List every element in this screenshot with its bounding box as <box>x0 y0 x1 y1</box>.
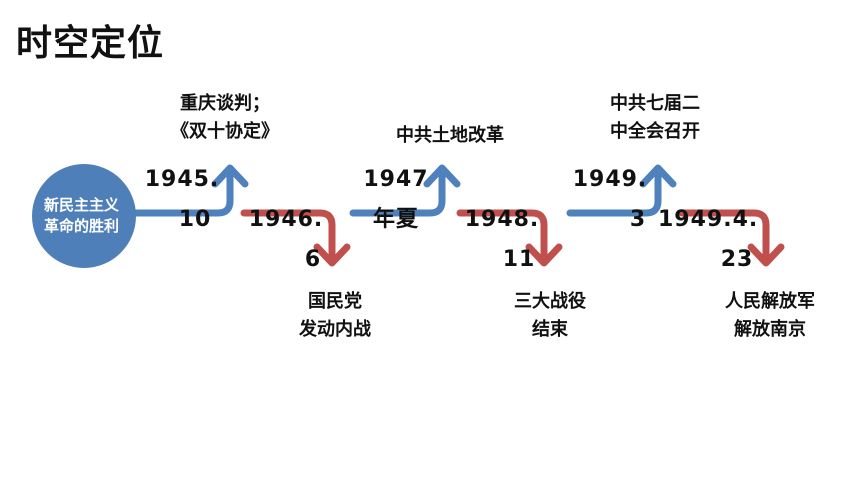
event-date-1948-11: 1948. 11 <box>460 200 544 280</box>
date-line: 23 <box>720 247 754 272</box>
date-line: 1949. <box>572 167 648 192</box>
event-label-liberate-nanjing: 人民解放军 解放南京 <box>700 288 840 344</box>
event-label-civil-war: 国民党 发动内战 <box>270 288 400 344</box>
start-circle: 新民主主义革命的胜利 <box>32 164 136 268</box>
event-date-1949-4-23: 1949.4. 23 <box>658 200 758 280</box>
page-title: 时空定位 <box>16 23 165 64</box>
event-label-line: 结束 <box>532 319 568 340</box>
event-date-1945-10: 1945. 10 <box>134 160 230 240</box>
date-line: 年夏 <box>372 207 419 232</box>
event-label-line: 中共土地改革 <box>396 125 504 146</box>
event-label-line: 发动内战 <box>299 319 371 340</box>
event-label-three-campaigns: 三大战役 结束 <box>490 288 610 344</box>
date-line: 1945. <box>144 167 220 192</box>
arrow-up-3 <box>566 164 677 217</box>
date-line: 11 <box>502 247 536 272</box>
start-label: 新民主主义革命的胜利 <box>44 196 120 235</box>
date-line: 1949.4. <box>658 207 759 232</box>
date-line: 1948. <box>464 207 540 232</box>
event-label-chongqing: 重庆谈判； 《双十协定》 <box>150 90 300 146</box>
event-label-line: 《双十协定》 <box>171 121 279 142</box>
date-line: 10 <box>178 207 212 232</box>
date-line: 3 <box>629 207 647 232</box>
event-label-line: 中全会召开 <box>610 121 700 142</box>
event-date-1949-3: 1949. 3 <box>568 160 652 240</box>
arrow-down-1 <box>240 209 351 267</box>
arrow-down-3 <box>678 209 785 267</box>
arrow-down-2 <box>456 209 563 267</box>
event-label-line: 解放南京 <box>734 319 806 340</box>
event-label-line: 中共七届二 <box>610 93 700 114</box>
event-label-second-plenum: 中共七届二 中全会召开 <box>590 90 720 146</box>
arrow-up-1 <box>132 164 249 217</box>
event-label-land-reform: 中共土地改革 <box>370 122 530 150</box>
event-label-line: 重庆谈判； <box>180 93 270 114</box>
date-line: 1947 <box>363 167 429 192</box>
event-date-1947-summer: 1947 年夏 <box>356 160 436 240</box>
date-line: 1946. <box>248 207 324 232</box>
arrow-up-2 <box>349 164 461 217</box>
event-label-line: 人民解放军 <box>725 291 815 312</box>
event-label-line: 三大战役 <box>514 291 586 312</box>
event-label-line: 国民党 <box>308 291 362 312</box>
event-date-1946-6: 1946. 6 <box>244 200 328 280</box>
date-line: 6 <box>304 247 322 272</box>
